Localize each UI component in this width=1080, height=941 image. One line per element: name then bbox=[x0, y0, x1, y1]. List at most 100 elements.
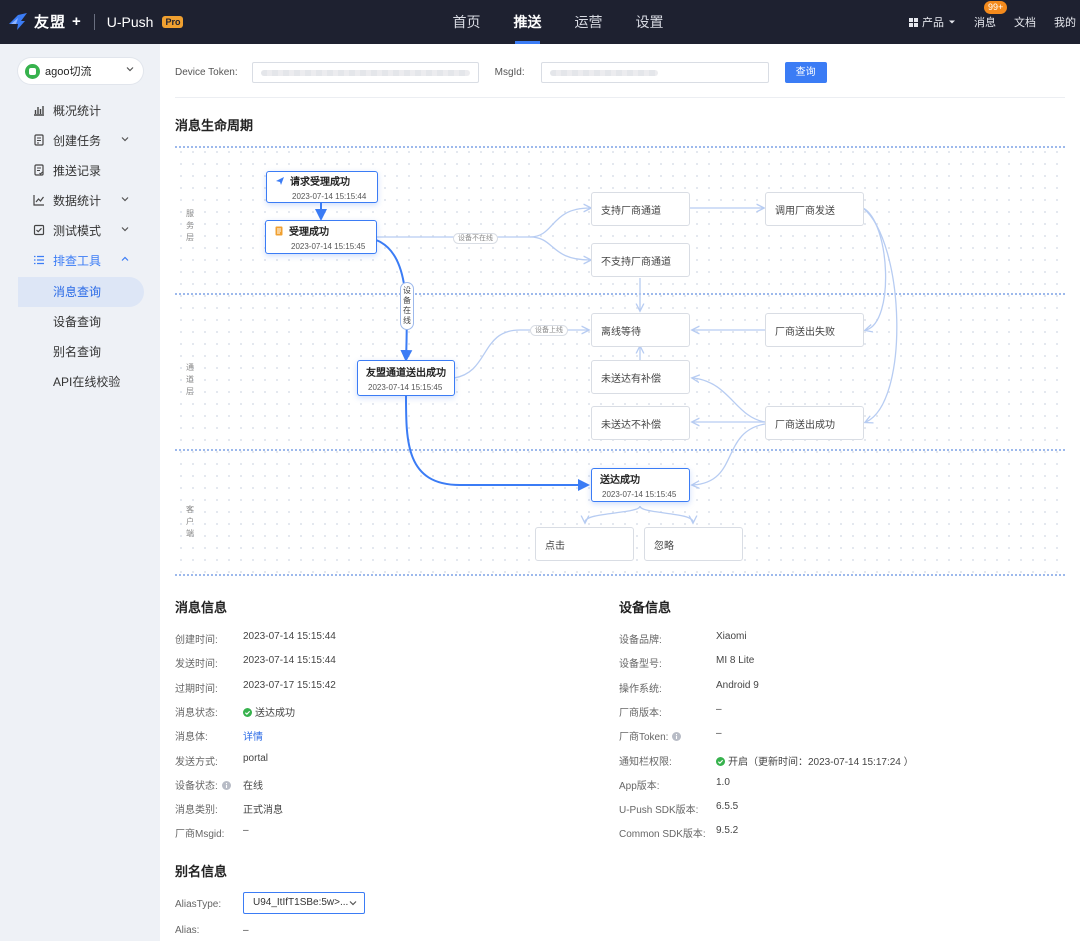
alias-info-title: 别名信息 bbox=[175, 864, 228, 879]
info-key: 厂商Token: bbox=[619, 728, 682, 743]
nav-operation[interactable]: 运营 bbox=[574, 14, 603, 30]
logo-plus: + bbox=[72, 13, 82, 30]
info-key: 操作系统: bbox=[619, 683, 662, 695]
node-not-delivered-comp[interactable]: 未送达有补偿 bbox=[591, 360, 690, 394]
info-key: 消息类别: bbox=[175, 805, 218, 817]
device-info-title: 设备信息 bbox=[619, 600, 672, 615]
device-token-label: Device Token: bbox=[175, 67, 238, 78]
sidebar-item-troubleshoot[interactable]: 排查工具 bbox=[0, 246, 160, 274]
node-accepted[interactable]: 受理成功 2023-07-14 15:15:45 bbox=[265, 220, 377, 254]
lane-label-client: 客户端 bbox=[186, 505, 194, 538]
info-value-text: 正式消息 bbox=[243, 805, 283, 817]
sidebar-item-create-task[interactable]: 创建任务 bbox=[0, 126, 160, 154]
edge-call-to-fail bbox=[862, 207, 887, 330]
sidebar-subitem-device-query[interactable]: 设备查询 bbox=[53, 315, 102, 329]
lane-divider bbox=[175, 574, 1065, 576]
node-click[interactable]: 点击 bbox=[535, 527, 634, 561]
node-call-vendor[interactable]: 调用厂商发送 bbox=[765, 192, 864, 226]
lane-label-channel: 通道层 bbox=[186, 363, 194, 396]
info-value: 2023-07-14 15:15:44 bbox=[243, 631, 336, 642]
info-circle-icon[interactable] bbox=[221, 780, 231, 790]
sidebar-item-test-mode[interactable]: 测试模式 bbox=[0, 216, 160, 244]
node-delivered[interactable]: 送达成功 2023-07-14 15:15:45 bbox=[591, 468, 690, 502]
node-offline-wait[interactable]: 离线等待 bbox=[591, 313, 690, 347]
device-token-input[interactable] bbox=[251, 62, 479, 83]
info-value-text: – bbox=[716, 703, 722, 715]
node-title-row: 送达成功 bbox=[592, 471, 640, 486]
app-selector[interactable]: agoo切流 bbox=[18, 58, 143, 84]
redacted-value bbox=[260, 70, 470, 76]
mine-menu[interactable]: 我的 bbox=[1054, 14, 1076, 30]
lane-divider bbox=[175, 449, 1065, 451]
product-name: U-Push bbox=[106, 13, 154, 30]
sidebar-item-data-stats[interactable]: 数据统计 bbox=[0, 186, 160, 214]
divider bbox=[175, 97, 1065, 98]
info-value-text: 开启（更新时间：2023-07-14 15:17:24 ） bbox=[728, 756, 914, 768]
info-key: U-Push SDK版本: bbox=[619, 805, 699, 817]
edge-call-to-success bbox=[862, 207, 898, 422]
sidebar-item-push-records[interactable]: 推送记录 bbox=[0, 156, 160, 184]
info-key: 消息体: bbox=[175, 732, 208, 744]
info-value: 2023-07-14 15:15:44 bbox=[243, 655, 336, 666]
node-title: 送达成功 bbox=[600, 475, 640, 486]
umeng-logo[interactable]: 友盟 + U-Push Pro bbox=[8, 11, 184, 32]
query-button[interactable]: 查询 bbox=[784, 62, 827, 83]
node-vendor-unsupported[interactable]: 不支持厂商通道 bbox=[591, 243, 690, 277]
products-label: 产品 bbox=[922, 17, 944, 29]
grid-icon bbox=[909, 17, 918, 27]
tag-device-offline: 设备不在线 bbox=[453, 233, 498, 244]
line-chart-icon bbox=[33, 195, 44, 206]
sidebar-subitem-alias-query[interactable]: 别名查询 bbox=[53, 345, 102, 359]
test-mode-icon bbox=[33, 224, 45, 236]
alias-type-select[interactable]: U94_ItIfT1SBe:5w>... bbox=[243, 892, 365, 914]
info-key: 过期时间: bbox=[175, 683, 218, 695]
node-vendor-success[interactable]: 厂商送出成功 bbox=[765, 406, 864, 440]
docs-link[interactable]: 文档 bbox=[1014, 17, 1036, 29]
nav-home[interactable]: 首页 bbox=[452, 14, 481, 30]
node-time: 2023-07-14 15:15:45 bbox=[368, 383, 443, 392]
sidebar-item-overview[interactable]: 概况统计 bbox=[0, 96, 160, 124]
products-menu[interactable]: 产品 bbox=[909, 14, 956, 30]
main-content: Device Token: MsgId: 查询 消息生命周期 服务层 通道层 客… bbox=[160, 44, 1080, 941]
tag-device-online: 设备在线 bbox=[400, 282, 414, 330]
node-not-delivered-nocomp[interactable]: 未送达不补偿 bbox=[591, 406, 690, 440]
logo-divider bbox=[93, 13, 95, 30]
info-key: 发送时间: bbox=[175, 659, 218, 671]
node-channel-sent[interactable]: 友盟通道送出成功 2023-07-14 15:15:45 bbox=[357, 360, 455, 396]
node-time: 2023-07-14 15:15:45 bbox=[291, 242, 366, 251]
logo-text: 友盟 bbox=[34, 14, 67, 31]
lane-label-service: 服务层 bbox=[186, 209, 194, 242]
sidebar-subitem-api-check[interactable]: API在线校验 bbox=[53, 375, 121, 389]
bar-chart-icon bbox=[34, 106, 44, 116]
info-value: 详情 bbox=[243, 728, 263, 743]
node-ignore[interactable]: 忽略 bbox=[644, 527, 743, 561]
edge-channel-to-offline bbox=[453, 330, 588, 379]
info-value-text[interactable]: 详情 bbox=[243, 732, 263, 744]
node-vendor-fail[interactable]: 厂商送出失败 bbox=[765, 313, 864, 347]
node-request-accepted[interactable]: 请求受理成功 2023-07-14 15:15:44 bbox=[266, 171, 378, 203]
sidebar-item-label: 排查工具 bbox=[53, 253, 102, 268]
info-key: 发送方式: bbox=[175, 756, 218, 768]
info-key: 厂商Msgid: bbox=[175, 829, 225, 841]
messages-label: 消息 bbox=[974, 17, 996, 29]
node-vendor-supported[interactable]: 支持厂商通道 bbox=[591, 192, 690, 226]
chevron-down-icon bbox=[121, 137, 129, 142]
messages-link[interactable]: 消息 99+ bbox=[974, 1, 1008, 30]
edge-success-to-comp bbox=[693, 378, 766, 423]
sidebar-item-label: 测试模式 bbox=[53, 223, 102, 238]
msgid-label: MsgId: bbox=[494, 67, 525, 78]
edge-accepted-to-novendor bbox=[529, 236, 590, 260]
node-title: 受理成功 bbox=[289, 227, 329, 238]
nav-settings[interactable]: 设置 bbox=[635, 14, 664, 30]
info-value: Android 9 bbox=[716, 680, 759, 691]
msgid-input[interactable] bbox=[540, 62, 769, 83]
lifecycle-diagram: 服务层 通道层 客户端 bbox=[160, 142, 1080, 582]
info-value: – bbox=[716, 704, 722, 715]
nav-push[interactable]: 推送 bbox=[497, 0, 558, 44]
chevron-up-icon bbox=[121, 256, 129, 261]
info-value: – bbox=[716, 728, 722, 739]
node-title-row: 受理成功 bbox=[266, 223, 329, 238]
sidebar-subitem-message-query[interactable]: 消息查询 bbox=[18, 277, 144, 307]
info-circle-icon[interactable] bbox=[672, 732, 682, 742]
info-value-text: – bbox=[716, 728, 722, 740]
